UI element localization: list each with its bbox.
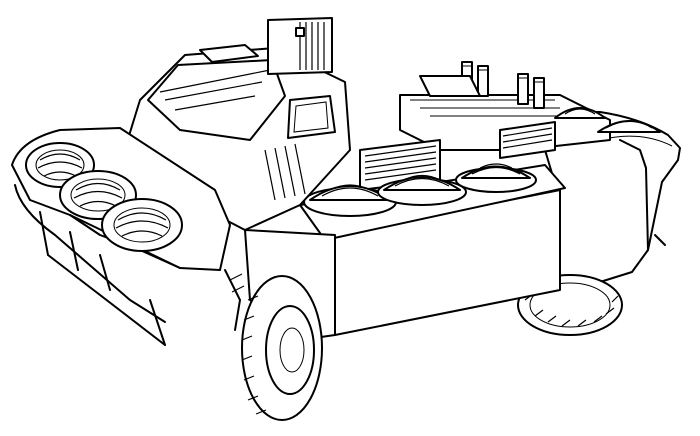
engine-deck (399, 61, 611, 151)
front-headlights (25, 142, 183, 252)
rear-dome-lights (554, 107, 661, 133)
exhaust-tower (267, 17, 333, 75)
suspension-detail (224, 269, 245, 331)
rear-hook (654, 234, 666, 246)
front-wheel (241, 275, 323, 421)
center-dome-lights (303, 163, 537, 217)
